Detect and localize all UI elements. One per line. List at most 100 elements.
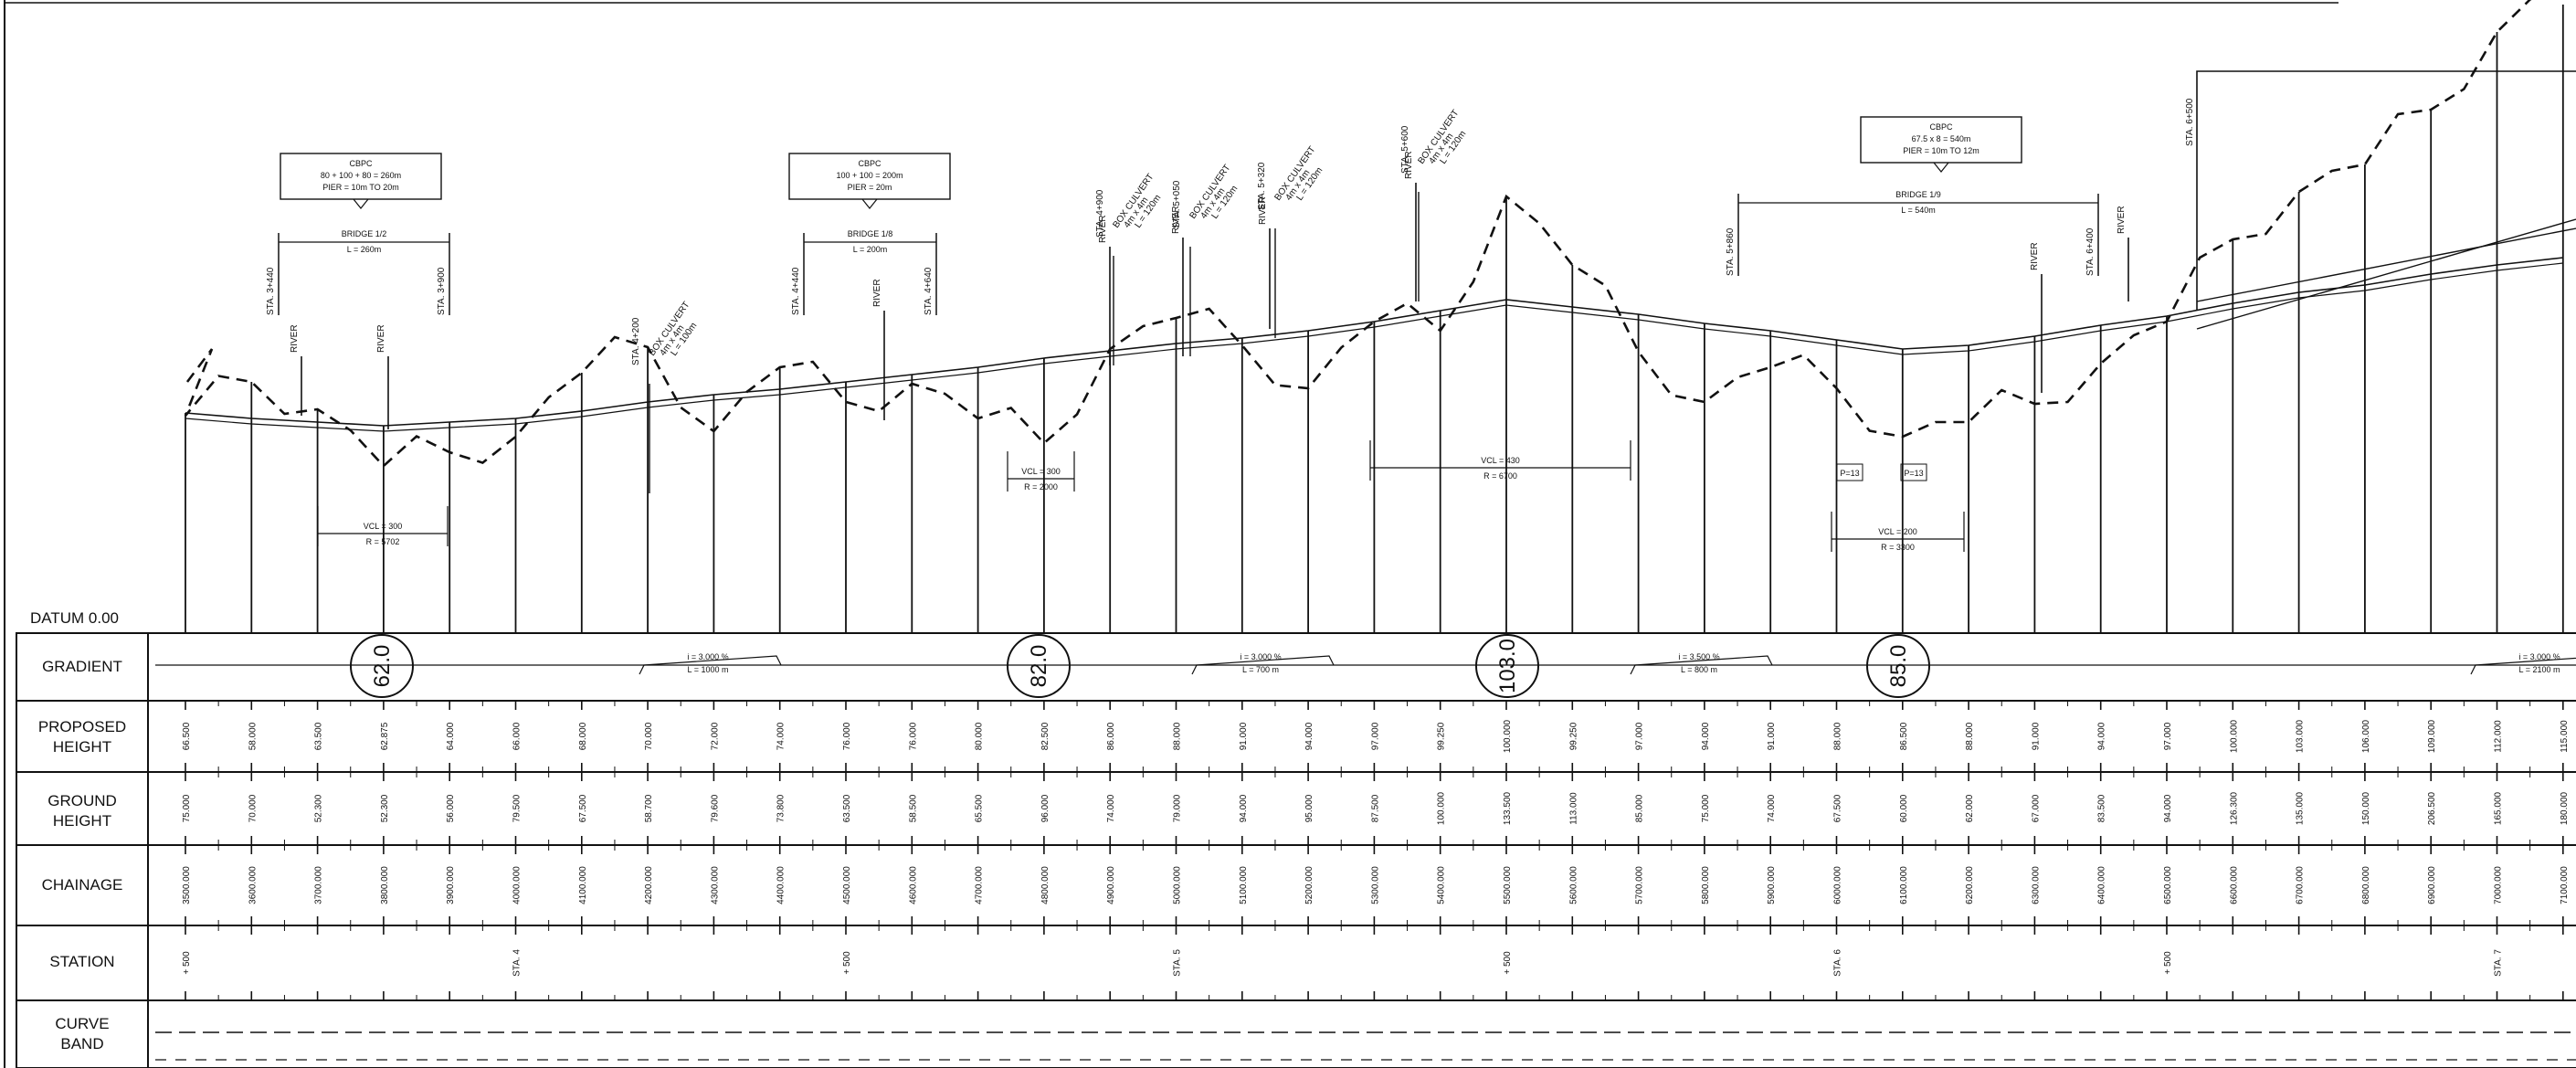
band-label-proposed-height-2: HEIGHT [53, 738, 111, 756]
band-table-frame [16, 632, 2576, 1068]
bridge-box-text: 100 + 100 = 200m [836, 171, 903, 180]
chainage-value: 6100.000 [1899, 866, 1909, 904]
gradient-slope [2470, 657, 2576, 675]
ground-height-value: 100.000 [1437, 791, 1447, 825]
bridge-name: BRIDGE 1/9 [1895, 190, 1941, 199]
proposed-height-value: 66.000 [512, 722, 523, 750]
proposed-height-value: 99.250 [1568, 722, 1578, 750]
band-label-ground-height-2: HEIGHT [53, 812, 111, 830]
curve-radius: R = 6700 [1483, 471, 1517, 481]
river-label: RIVER [1404, 151, 1414, 179]
proposed-height-value: 70.000 [644, 722, 654, 750]
proposed-height-value: 74.000 [776, 722, 787, 750]
curve-vcl: VCL = 300 [364, 522, 402, 531]
bridge-box-text: CBPC [1929, 122, 1953, 132]
band-label-station: STATION [49, 953, 114, 970]
chainage-value: 5700.000 [1635, 866, 1645, 904]
ground-height-value: 74.000 [1767, 794, 1777, 822]
proposed-height-value: 72.000 [710, 722, 720, 750]
chainage-value: 5500.000 [1503, 866, 1513, 904]
station-value: + 500 [182, 951, 192, 975]
station-value: STA. 5 [1173, 949, 1183, 977]
ground-height-value: 58.700 [644, 794, 654, 822]
ground-height-value: 79.000 [1173, 794, 1183, 822]
gradient-slope-text: i = 3.000 % [1240, 652, 1281, 661]
ground-height-value: 67.500 [578, 794, 588, 822]
ground-height-value: 113.000 [1568, 792, 1578, 825]
vpi-label: 62.0 [370, 645, 395, 688]
chainage-value: 5300.000 [1370, 866, 1380, 904]
proposed-height-value: 82.500 [1040, 722, 1050, 750]
ground-height-value: 67.500 [1833, 794, 1843, 822]
bridge-box-text: CBPC [349, 159, 373, 168]
chainage-value: 3500.000 [182, 866, 192, 904]
river-label: RIVER [290, 324, 300, 353]
proposed-height-value: 88.000 [1173, 722, 1183, 750]
band-label-gradient: GRADIENT [42, 658, 122, 675]
ground-height-value: 94.000 [2163, 794, 2173, 822]
chainage-value: 6300.000 [2031, 866, 2041, 904]
proposed-height-value: 80.000 [975, 722, 985, 750]
chainage-value: 5400.000 [1437, 866, 1447, 904]
bridge-station-left: STA. 4+440 [791, 267, 801, 315]
bridge-box-text: PIER = 20m [848, 183, 892, 192]
chainage-value: 4300.000 [710, 866, 720, 904]
pier-note: P=13 [1840, 469, 1859, 478]
band-label-ground-height-1: GROUND [48, 792, 117, 809]
ground-height-value: 58.500 [908, 794, 918, 822]
proposed-height-value: 66.500 [182, 722, 192, 750]
chainage-value: 4800.000 [1040, 866, 1050, 904]
band-label-curve-band-2: BAND [60, 1035, 103, 1052]
ground-height-value: 79.500 [512, 794, 523, 822]
band-label-curve-band-1: CURVE [55, 1015, 109, 1032]
chainage-value: 4900.000 [1106, 866, 1116, 904]
chainage-value: 6600.000 [2229, 866, 2239, 904]
vpi-circle [1866, 634, 1930, 698]
gradient-length-text: L = 1000 m [688, 665, 729, 674]
ground-height-value: 96.000 [1040, 794, 1050, 822]
gradient-slope-text: i = 3.000 % [2518, 652, 2560, 661]
chainage-value: 6500.000 [2163, 866, 2173, 904]
chainage-value: 4400.000 [776, 866, 787, 904]
chainage-value: 6900.000 [2427, 866, 2437, 904]
bridge-box-text: PIER = 10m TO 12m [1903, 146, 1979, 155]
river-label: RIVER [872, 279, 882, 307]
pier-note-box [1900, 463, 1927, 481]
culvert-station: STA. 4+900 [1095, 189, 1105, 238]
station-value: + 500 [842, 951, 852, 975]
bridge-length: L = 260m [347, 245, 381, 254]
bridge-name: BRIDGE 1/2 [342, 229, 387, 238]
gradient-length-text: L = 800 m [1681, 665, 1717, 674]
vpi-circle [1007, 634, 1071, 698]
chainage-value: 6800.000 [2361, 866, 2371, 904]
vpi-label: 103.0 [1495, 639, 1520, 693]
station-value: + 500 [1503, 951, 1513, 975]
proposed-height-value: 91.000 [1239, 722, 1249, 750]
pier-note-box [1836, 463, 1863, 481]
bridge-station-left: STA. 5+860 [1726, 227, 1736, 276]
bridge-box [1860, 116, 2022, 164]
gradient-slope-text: i = 3.000 % [687, 652, 728, 661]
chainage-value: 4000.000 [512, 866, 523, 904]
ground-height-value: 87.500 [1370, 794, 1380, 822]
curve-radius: R = 2000 [1024, 482, 1058, 492]
proposed-height-value: 94.000 [1304, 722, 1314, 750]
ground-profile-line [184, 0, 2532, 468]
ground-height-value: 62.000 [1965, 794, 1975, 822]
ground-height-value: 150.000 [2361, 791, 2371, 825]
proposed-height-value: 68.000 [578, 722, 588, 750]
station-value: STA. 6 [1833, 949, 1843, 977]
data-bands: GRADIENT PROPOSED HEIGHT GROUND HEIGHT C… [16, 632, 2576, 1068]
proposed-road-edge-line [185, 262, 2563, 432]
curve-radius: R = 3300 [1881, 543, 1915, 552]
chainage-value: 3700.000 [314, 866, 324, 904]
vpi-circle [1475, 634, 1539, 698]
chainage-value: 5200.000 [1304, 866, 1314, 904]
vpi-circle [350, 634, 414, 698]
ground-height-value: 133.500 [1503, 791, 1513, 825]
chainage-value: 4600.000 [908, 866, 918, 904]
chainage-value: 4100.000 [578, 866, 588, 904]
